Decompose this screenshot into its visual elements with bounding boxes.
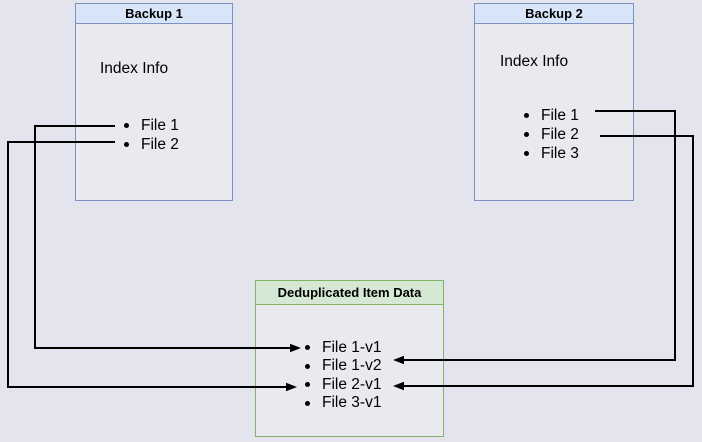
dedup-item: File 1-v2 [305, 357, 381, 376]
backup1-header: Backup 1 [76, 4, 232, 24]
backup2-file-item: File 2 [524, 125, 579, 144]
backup2-file-item: File 1 [524, 106, 579, 125]
dedup-header: Deduplicated Item Data [256, 281, 443, 305]
backup1-file-list: File 1 File 2 [124, 116, 179, 154]
dedup-item: File 2-v1 [305, 376, 381, 395]
backup1-file-item: File 2 [124, 135, 179, 154]
backup2-file-list: File 1 File 2 File 3 [524, 106, 579, 163]
backup2-header: Backup 2 [475, 4, 633, 24]
backup1-index-info-label: Index Info [100, 60, 169, 77]
backup2-box: Backup 2 [474, 3, 634, 201]
dedup-item: File 1-v1 [305, 339, 381, 358]
backup2-file-item: File 3 [524, 144, 579, 163]
dedup-item: File 3-v1 [305, 394, 381, 413]
backup2-index-info-label: Index Info [500, 53, 569, 70]
dedup-item-list: File 1-v1 File 1-v2 File 2-v1 File 3-v1 [305, 339, 381, 413]
backup1-file-item: File 1 [124, 116, 179, 135]
backup1-box: Backup 1 [75, 3, 233, 201]
